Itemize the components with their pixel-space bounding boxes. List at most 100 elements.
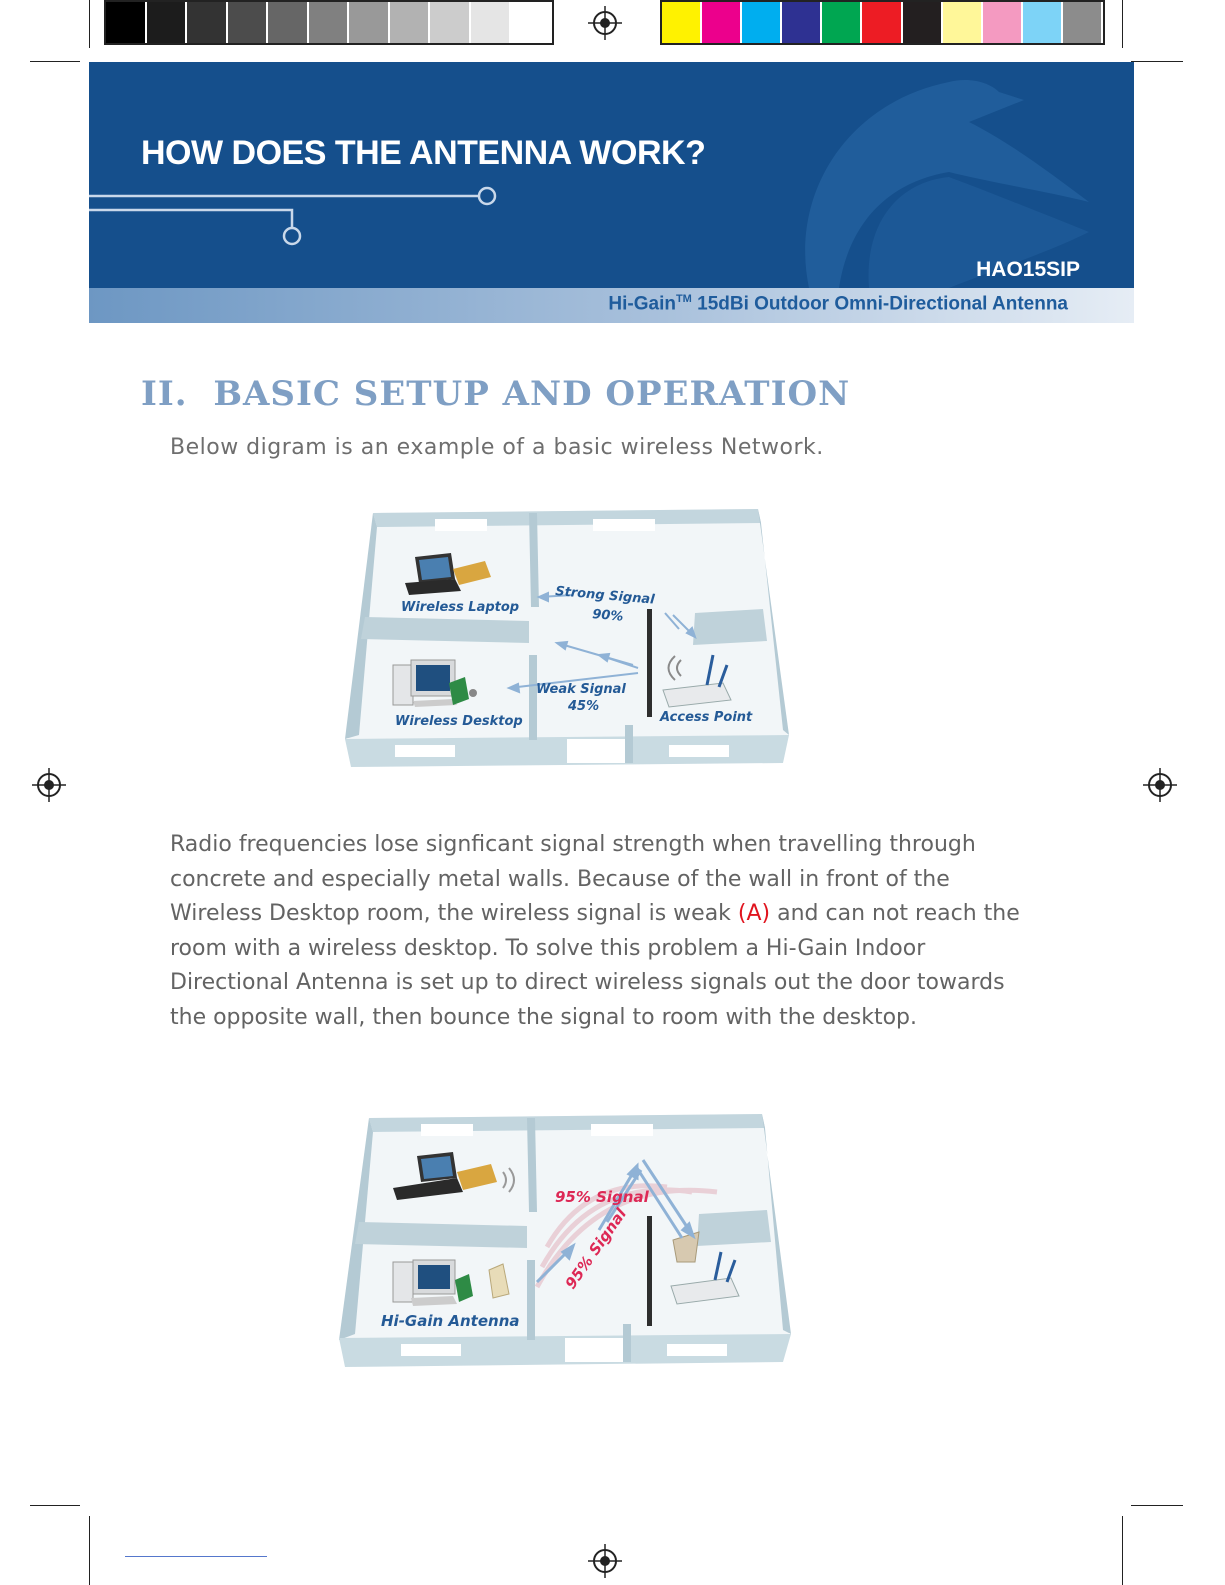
access-point-router-icon (662, 654, 732, 708)
body-paragraph: Radio frequencies lose signficant signal… (170, 828, 1070, 1035)
color-swatch (942, 2, 981, 43)
wall (693, 609, 767, 645)
doorway (565, 1338, 623, 1362)
body-line: Directional Antenna is set up to direct … (170, 970, 1005, 995)
page-edge-line (125, 1556, 267, 1557)
color-swatch (470, 2, 510, 43)
doorway (567, 739, 625, 763)
wall (762, 1114, 791, 1334)
color-swatch (430, 2, 469, 43)
registration-mark-icon (1143, 768, 1177, 802)
basic-network-diagram: Wireless Laptop Strong Signal 90% Weak S… (345, 509, 789, 767)
desktop-computer-icon (392, 659, 477, 707)
body-line: concrete and especially metal walls. Bec… (170, 866, 950, 892)
access-point-router-icon (670, 1231, 740, 1305)
subtitle-band (89, 288, 1134, 323)
crop-mark (30, 1505, 80, 1506)
signal-arrows (506, 591, 697, 694)
crop-mark (1131, 61, 1183, 62)
wall (625, 725, 633, 763)
wall (697, 1210, 771, 1246)
crop-mark (89, 1516, 90, 1585)
laptop-icon (405, 553, 491, 595)
hi-gain-antenna-diagram: 95% Signal 95% Signal Hi-Gain Antenna (339, 1114, 791, 1367)
color-swatch (782, 2, 821, 43)
wall (529, 655, 537, 740)
desktop-computer-icon (392, 1259, 510, 1306)
section-title: II. BASIC SETUP AND OPERATION (141, 374, 851, 414)
color-swatch (187, 2, 226, 43)
color-swatch (227, 2, 267, 43)
color-swatch (268, 2, 307, 43)
color-swatch (982, 2, 1021, 43)
wall (758, 509, 789, 735)
color-swatch (146, 2, 186, 43)
wall (355, 1222, 527, 1248)
window (395, 745, 455, 757)
color-swatch (1062, 2, 1101, 43)
page-header-title: HOW DOES THE ANTENNA WORK? (141, 134, 706, 172)
body-line-part: Wireless Desktop room, the wireless sign… (170, 901, 738, 926)
label-wireless-laptop: Wireless Laptop (401, 600, 519, 615)
label-access-point: Access Point (659, 710, 753, 725)
laptop-icon (393, 1152, 515, 1200)
window (435, 519, 487, 531)
metal-wall (647, 1216, 652, 1326)
wall (527, 1260, 535, 1340)
label-wireless-desktop: Wireless Desktop (395, 714, 523, 729)
wall (623, 1324, 631, 1362)
label-hi-gain-antenna: Hi-Gain Antenna (381, 1312, 520, 1330)
label-strong-signal-percent: 90% (592, 607, 624, 625)
color-swatch (308, 2, 348, 43)
wall (339, 1118, 373, 1340)
metal-wall (647, 609, 652, 717)
window (591, 1124, 653, 1136)
model-number: HAO15SIP (976, 258, 1080, 281)
color-swatch (902, 2, 941, 43)
subtitle-brand: Hi-Gain (608, 293, 676, 315)
window (593, 519, 655, 531)
subtitle-rest: 15dBi Outdoor Omni-Directional Antenna (691, 293, 1068, 315)
registration-mark-icon (588, 6, 622, 40)
color-swatch (511, 2, 550, 43)
hi-gain-antenna-icon (488, 1263, 510, 1299)
window (667, 1344, 727, 1356)
label-95-signal-horizontal: 95% Signal (555, 1188, 650, 1206)
grayscale-color-bar (104, 0, 554, 45)
crop-mark (1122, 0, 1123, 48)
header-banner (89, 62, 1134, 288)
color-swatch (702, 2, 741, 43)
color-swatch (389, 2, 429, 43)
process-color-bar (660, 0, 1105, 45)
crop-mark (30, 61, 80, 62)
window (421, 1124, 473, 1136)
body-line: Wireless Desktop room, the wireless sign… (170, 897, 1070, 932)
color-swatch (662, 2, 701, 43)
signal-arrows (535, 1159, 696, 1284)
crop-mark (89, 0, 90, 48)
color-swatch (1022, 2, 1061, 43)
intro-text: Below digram is an example of a basic wi… (170, 435, 824, 460)
product-subtitle: Hi-GainTM 15dBi Outdoor Omni-Directional… (608, 293, 1068, 315)
trademark-mark: TM (675, 293, 692, 305)
wall (529, 513, 539, 607)
wall (361, 617, 529, 643)
body-line: the opposite wall, then bounce the signa… (170, 1004, 918, 1030)
color-swatch (822, 2, 861, 43)
bird-logo-watermark-icon (89, 80, 1089, 288)
color-swatch (349, 2, 388, 43)
color-swatch (862, 2, 901, 43)
registration-mark-icon (32, 768, 66, 802)
registration-mark-icon (588, 1544, 622, 1578)
body-line: Radio frequencies lose signficant signal… (170, 832, 976, 857)
wall (345, 513, 377, 739)
crop-mark (1131, 1505, 1183, 1506)
highlight-marker-a: (A) (737, 901, 771, 926)
window (401, 1344, 461, 1356)
color-swatch (106, 2, 145, 43)
color-swatch (742, 2, 781, 43)
body-line: room with a wireless desktop. To solve t… (170, 935, 926, 961)
label-weak-signal-percent: 45% (567, 699, 599, 714)
label-weak-signal: Weak Signal (536, 682, 626, 697)
crop-mark (1122, 1516, 1123, 1585)
